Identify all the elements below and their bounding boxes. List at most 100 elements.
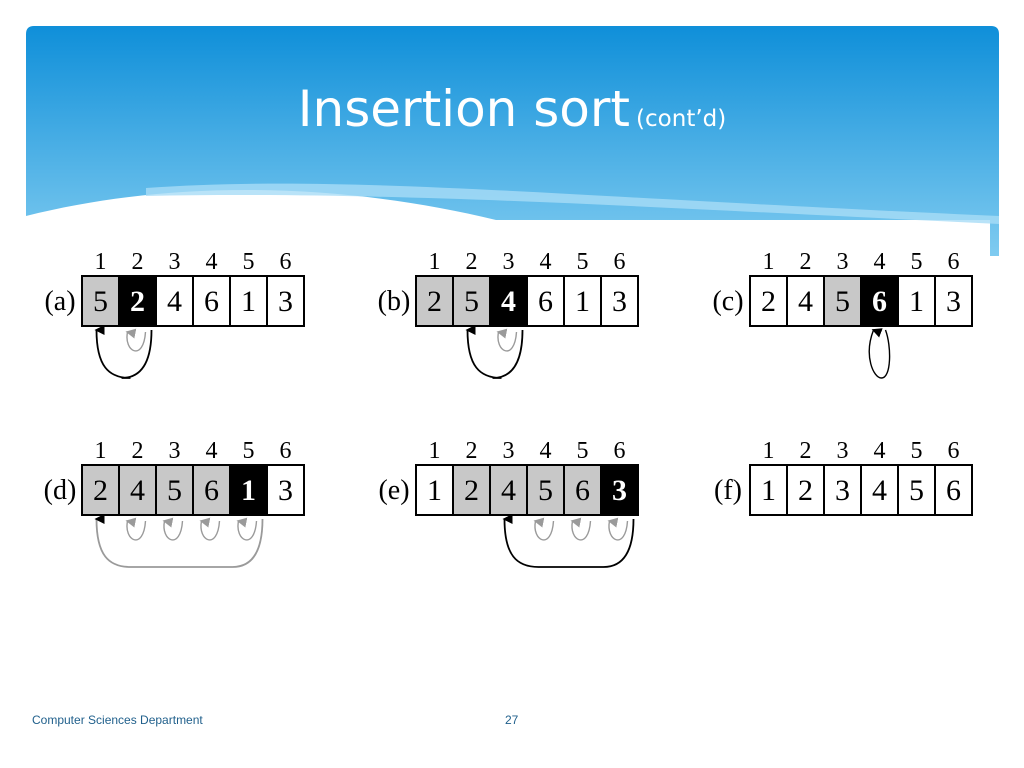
cell-value: 5	[538, 474, 553, 507]
cell-value: 6	[204, 474, 219, 507]
index-label: 4	[874, 249, 886, 275]
cell-value: 3	[835, 474, 850, 507]
array-cell	[415, 464, 454, 516]
title-subtitle: (cont’d)	[636, 106, 727, 132]
index-label: 2	[800, 249, 812, 275]
cell-value: 3	[612, 474, 627, 507]
title-main: Insertion sort	[297, 80, 631, 138]
panel-label: (b)	[378, 286, 411, 317]
index-label: 3	[503, 249, 515, 275]
cell-value: 6	[204, 285, 219, 318]
array-cell	[266, 275, 305, 327]
array-cell	[823, 464, 862, 516]
shift-arrow	[236, 517, 258, 541]
index-label: 6	[614, 249, 626, 275]
shift-arrow	[496, 328, 518, 352]
cell-value: 1	[909, 285, 924, 318]
array-cell	[860, 464, 899, 516]
index-label: 5	[243, 249, 255, 275]
cell-value: 1	[761, 474, 776, 507]
index-label: 1	[95, 438, 107, 464]
cell-value: 5	[464, 285, 479, 318]
cell-value: 4	[501, 285, 516, 318]
shift-arrow	[533, 517, 555, 541]
index-label: 1	[429, 438, 441, 464]
cell-value: 5	[93, 285, 108, 318]
array-cell	[489, 464, 528, 516]
array-cell	[452, 275, 491, 327]
array-cell	[823, 275, 862, 327]
index-label: 4	[874, 438, 886, 464]
index-label: 3	[169, 249, 181, 275]
panel-label: (a)	[44, 286, 75, 317]
cell-value: 6	[538, 285, 553, 318]
index-label: 6	[614, 438, 626, 464]
move-arrow	[868, 328, 891, 379]
index-label: 6	[280, 249, 292, 275]
header-wave-background	[26, 26, 999, 256]
cell-value: 2	[464, 474, 479, 507]
cell-value: 3	[278, 285, 293, 318]
index-label: 6	[948, 438, 960, 464]
cell-value: 3	[612, 285, 627, 318]
array-cell	[600, 464, 639, 516]
insert-arrow	[94, 513, 264, 568]
cell-value: 2	[761, 285, 776, 318]
array-cell	[155, 464, 194, 516]
index-label: 1	[95, 249, 107, 275]
insert-arrow	[502, 513, 635, 568]
array-cell	[563, 464, 602, 516]
cell-value: 2	[798, 474, 813, 507]
index-label: 4	[540, 249, 552, 275]
index-label: 3	[837, 438, 849, 464]
insert-arrow	[94, 324, 153, 379]
cell-value: 3	[278, 474, 293, 507]
cell-value: 2	[427, 285, 442, 318]
array-cell	[860, 275, 899, 327]
array-cell	[897, 464, 936, 516]
cell-value: 4	[798, 285, 813, 318]
shift-arrow	[570, 517, 592, 541]
index-label: 5	[911, 249, 923, 275]
cell-value: 1	[575, 285, 590, 318]
array-cell	[600, 275, 639, 327]
slide-title: Insertion sort(cont’d)	[0, 80, 1024, 138]
array-cell	[786, 464, 825, 516]
index-label: 2	[132, 249, 144, 275]
array-cell	[934, 275, 973, 327]
index-label: 1	[763, 438, 775, 464]
index-label: 2	[466, 249, 478, 275]
index-label: 1	[763, 249, 775, 275]
shift-arrow	[125, 517, 147, 541]
cell-value: 4	[167, 285, 182, 318]
shift-arrow	[125, 328, 147, 352]
array-cell	[934, 464, 973, 516]
cell-value: 1	[241, 285, 256, 318]
index-label: 6	[948, 249, 960, 275]
index-label: 2	[132, 438, 144, 464]
footer-department: Computer Sciences Department	[32, 713, 203, 727]
index-label: 3	[503, 438, 515, 464]
cell-value: 6	[872, 285, 887, 318]
array-cell	[786, 275, 825, 327]
shift-arrow	[162, 517, 184, 541]
shift-arrow	[199, 517, 221, 541]
array-cell	[563, 275, 602, 327]
panel-label: (f)	[714, 475, 742, 506]
array-cell	[155, 275, 194, 327]
index-label: 5	[911, 438, 923, 464]
insert-arrow	[465, 324, 524, 379]
array-cell	[229, 275, 268, 327]
panel-label: (c)	[712, 286, 743, 317]
cell-value: 1	[241, 474, 256, 507]
array-cell	[897, 275, 936, 327]
cell-value: 4	[501, 474, 516, 507]
index-label: 5	[577, 438, 589, 464]
index-label: 2	[800, 438, 812, 464]
index-label: 5	[243, 438, 255, 464]
